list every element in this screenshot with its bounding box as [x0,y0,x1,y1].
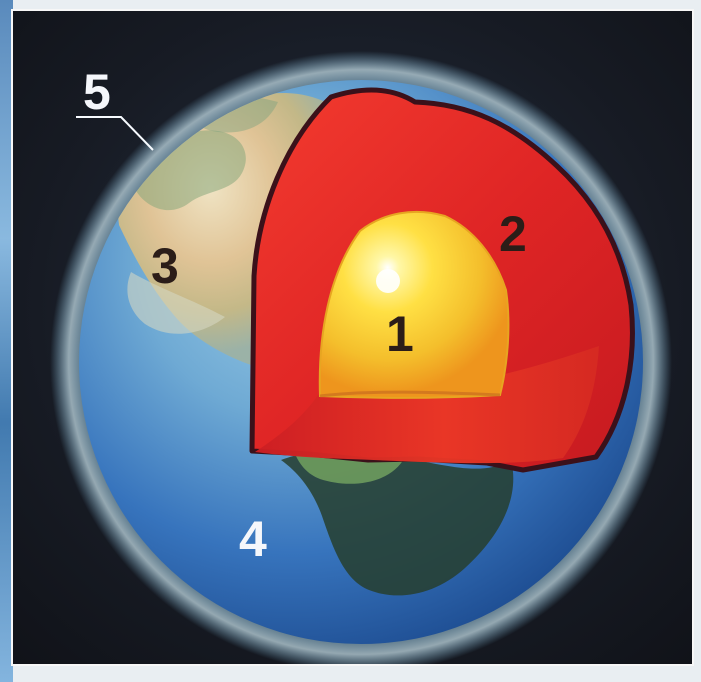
earth-structure-diagram: 5 3 2 1 4 [11,9,694,666]
continental-crust-label: 3 [151,238,179,294]
atmosphere-label: 5 [83,64,111,120]
earth-cutaway-svg: 5 3 2 1 4 [13,11,694,666]
oceanic-crust-label: 4 [239,511,267,567]
inner-core-label: 1 [386,306,414,362]
core-highlight [376,269,400,293]
mantle-label: 2 [499,206,527,262]
